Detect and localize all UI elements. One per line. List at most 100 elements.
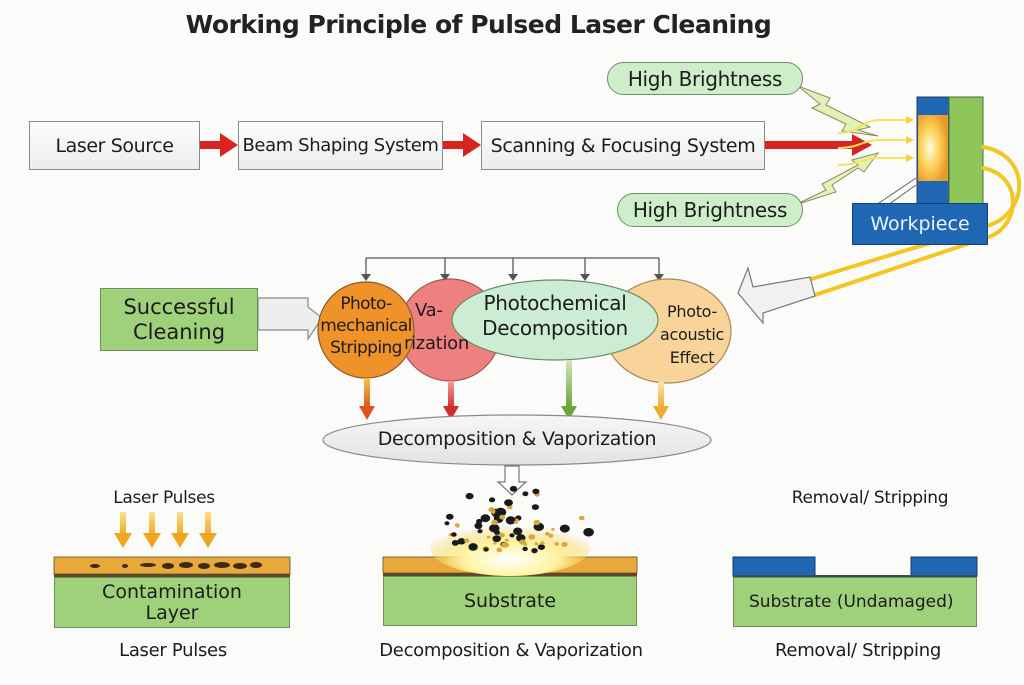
high-brightness-top-label: High Brightness bbox=[627, 66, 783, 91]
panel3-top-label: Removal/ Stripping bbox=[791, 488, 949, 508]
photoacoustic-line2: acoustic bbox=[660, 325, 724, 344]
beam-shaping-label: Beam Shaping System bbox=[242, 135, 439, 156]
result-ellipse bbox=[322, 414, 712, 466]
photomechanical-label: Photo- mechanical Stripping bbox=[318, 293, 414, 359]
contamination-particles bbox=[90, 562, 262, 569]
debris-particle bbox=[522, 491, 529, 497]
debris-particles bbox=[444, 485, 594, 554]
workpiece-label: Workpiece bbox=[870, 213, 970, 235]
substrate-box: Substrate bbox=[383, 576, 637, 626]
debris-particle bbox=[468, 543, 478, 551]
substrate-undamaged-label: Substrate (Undamaged) bbox=[749, 591, 954, 612]
debris-particle bbox=[537, 544, 546, 550]
debris-particle bbox=[483, 547, 489, 552]
high-brightness-bottom: High Brightness bbox=[617, 193, 803, 227]
return-arrow bbox=[737, 266, 816, 325]
vaporization-label-bottom: rization bbox=[404, 333, 469, 354]
debris-particle bbox=[513, 527, 523, 535]
debris-particle bbox=[476, 518, 483, 525]
photomechanical-line3: Stripping bbox=[330, 338, 402, 358]
photoacoustic-label: Photo- acoustic Effect bbox=[652, 300, 732, 369]
substrate-undamaged-box: Substrate (Undamaged) bbox=[733, 577, 977, 627]
debris-particle bbox=[514, 520, 519, 524]
debris-particle bbox=[531, 504, 540, 510]
substrate-label: Substrate bbox=[463, 589, 557, 612]
contamination-layer-box: Contamination Layer bbox=[54, 577, 290, 628]
mechanism-down-arrows bbox=[359, 360, 669, 420]
debris-particle bbox=[559, 524, 570, 533]
debris-particle bbox=[457, 538, 466, 545]
brightness-ray-top bbox=[797, 85, 879, 137]
debris-particle bbox=[522, 546, 528, 552]
debris-particle bbox=[480, 514, 491, 523]
debris-particle bbox=[494, 530, 500, 535]
pipeline-arrow-1 bbox=[200, 133, 238, 157]
debris-particle bbox=[446, 513, 454, 520]
debris-particle bbox=[491, 519, 499, 526]
debris-particle bbox=[504, 499, 513, 507]
laser-beam-arrow bbox=[764, 134, 872, 156]
workpiece-base: Workpiece bbox=[852, 203, 988, 245]
high-brightness-bottom-label: High Brightness bbox=[632, 198, 788, 222]
debris-particle bbox=[477, 529, 483, 534]
coating-left bbox=[732, 556, 816, 577]
debris-particle bbox=[554, 542, 559, 546]
successful-cleaning-line2: Cleaning bbox=[132, 319, 226, 344]
fiber-cable bbox=[806, 145, 1022, 298]
debris-particle bbox=[474, 522, 483, 529]
workpiece-graphic bbox=[875, 96, 984, 206]
coating-right bbox=[910, 556, 978, 577]
successful-cleaning-line1: Successful bbox=[123, 294, 235, 319]
debris-particle bbox=[505, 516, 516, 525]
debris-particle bbox=[561, 542, 568, 547]
debris-particle bbox=[501, 542, 509, 548]
debris-particle bbox=[486, 535, 491, 539]
debris-particle bbox=[583, 527, 594, 537]
beam-shaping-box: Beam Shaping System bbox=[238, 121, 443, 170]
photoacoustic-line3: Effect bbox=[669, 348, 715, 367]
success-arrow bbox=[257, 297, 323, 341]
scanning-focusing-label: Scanning & Focusing System bbox=[490, 134, 756, 157]
debris-particle bbox=[464, 538, 470, 543]
debris-particle bbox=[493, 542, 497, 545]
debris-particle bbox=[548, 533, 554, 538]
photochemical-label: Photochemical Decomposition bbox=[462, 291, 648, 341]
mechanism-ellipse-photochemical bbox=[451, 279, 659, 361]
photoacoustic-line1: Photo- bbox=[667, 302, 717, 321]
debris-particle bbox=[498, 532, 505, 538]
debris-particle bbox=[540, 541, 545, 545]
photomechanical-line2: mechanical bbox=[320, 316, 412, 336]
debris-particle bbox=[496, 547, 503, 553]
debris-particle bbox=[533, 519, 541, 526]
debris-particle bbox=[509, 533, 515, 538]
photochemical-line2: Decomposition bbox=[482, 316, 628, 340]
panel3-caption: Removal/ Stripping bbox=[775, 640, 941, 661]
debris-particle bbox=[504, 538, 509, 542]
panel2-caption: Decomposition & Vaporization bbox=[379, 640, 643, 661]
debris-particle bbox=[451, 540, 459, 546]
laser-source-box: Laser Source bbox=[29, 121, 200, 170]
debris-particle bbox=[528, 534, 536, 540]
distribution-bracket bbox=[365, 257, 660, 276]
panel1-caption: Laser Pulses bbox=[119, 640, 227, 661]
debris-particle bbox=[532, 488, 540, 495]
debris-particle bbox=[488, 507, 495, 513]
yellow-beams bbox=[837, 119, 908, 166]
diagram-title: Working Principle of Pulsed Laser Cleani… bbox=[185, 10, 772, 39]
debris-particle bbox=[465, 492, 474, 500]
photochemical-line1: Photochemical bbox=[483, 291, 627, 315]
debris-particle bbox=[489, 497, 496, 503]
debris-particle bbox=[444, 521, 450, 526]
debris-particle bbox=[509, 485, 518, 492]
debris-particle bbox=[544, 531, 550, 536]
debris-particle bbox=[455, 524, 460, 528]
contamination-line2: Layer bbox=[145, 601, 199, 624]
laser-pulse-arrows bbox=[114, 512, 217, 548]
high-brightness-top: High Brightness bbox=[607, 62, 803, 95]
laser-source-label: Laser Source bbox=[55, 134, 174, 157]
result-label: Decomposition & Vaporization bbox=[377, 428, 657, 450]
debris-particle bbox=[492, 535, 502, 543]
debris-particle bbox=[499, 514, 506, 520]
debris-particle bbox=[551, 528, 555, 531]
